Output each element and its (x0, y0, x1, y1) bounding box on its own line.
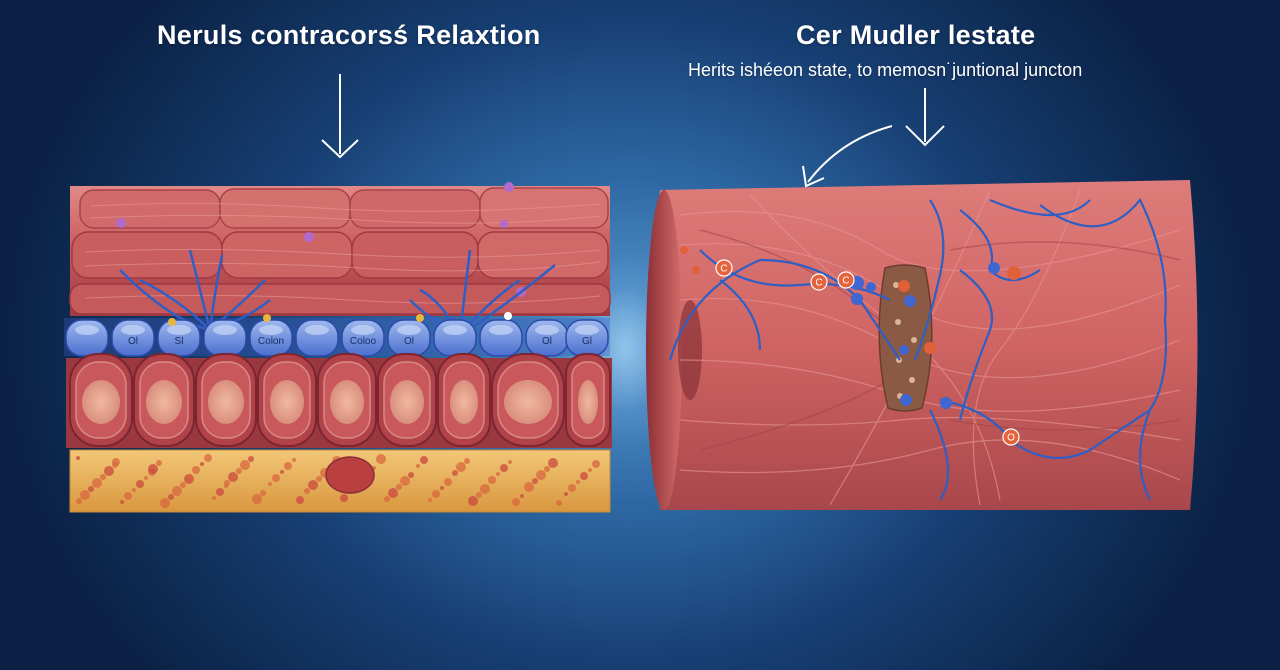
nerve-cell-label: Ol (404, 336, 414, 347)
vesicle-dot (168, 318, 176, 326)
marker-label: C (720, 264, 727, 275)
muscle-tube (133, 353, 195, 447)
nerve-cell: Colon (249, 319, 293, 357)
marker-label: C (842, 276, 849, 287)
right-panel-subtitle: Herits ishéeon state, to memosn˙juntion… (688, 60, 1083, 80)
nerve-cell-label: Gl (582, 336, 592, 347)
neuromuscular-junction (878, 264, 933, 412)
nerve-cell (295, 319, 339, 357)
muscle-tube (317, 353, 377, 447)
fat-layer (69, 449, 611, 513)
transverse-section-layer (66, 353, 612, 448)
muscle-tube (257, 353, 317, 447)
nerve-terminals (680, 246, 1021, 409)
marker-label: O (1007, 433, 1015, 444)
right-panel-title: Cer Mudler lestate (796, 20, 1036, 50)
nerve-cell: Gl (565, 319, 609, 357)
right-arrow-down (905, 88, 945, 147)
nerve-cell: Sl (157, 319, 201, 357)
marker: C (837, 271, 855, 289)
marker: C (810, 273, 828, 291)
marker-group: C C C O (715, 259, 1020, 446)
left-arrow (321, 74, 359, 159)
muscle-tube (437, 353, 491, 447)
vesicle-dot (263, 314, 271, 322)
marker: O (1002, 428, 1020, 446)
nerve-cell: Ol (387, 319, 431, 357)
nerve-cell-label: Coloo (350, 336, 377, 347)
marker: C (715, 259, 733, 277)
left-panel-title: Neruls contracorsś Relaxtion (157, 20, 541, 50)
nerve-cell-label: Colon (258, 336, 284, 347)
muscle-tube (565, 353, 611, 447)
muscle-tube (69, 353, 133, 447)
vesicle-dot (416, 314, 424, 322)
marker-label: C (815, 278, 822, 289)
nerve-cell-label: Ol (542, 336, 552, 347)
nerve-cell (65, 319, 109, 357)
nerve-cell-group: Ol Sl Colon Coloo Ol Ol Gl (65, 312, 609, 357)
nerve-cell-label: Sl (175, 336, 184, 347)
nerve-cell: Coloo (341, 319, 385, 357)
nerve-cell-label: Ol (128, 336, 138, 347)
muscle-tube (195, 353, 257, 447)
right-arrow-curved (802, 125, 893, 188)
nerve-cell (479, 319, 523, 357)
muscle-fiber-layer (69, 186, 611, 316)
muscle-tube (491, 353, 565, 447)
nerve-cell (433, 319, 477, 357)
vesicle-dot (504, 312, 512, 320)
nerve-cell: Ol (525, 319, 569, 357)
nerve-cell (203, 319, 247, 357)
muscle-tube (377, 353, 437, 447)
nerve-cell: Ol (111, 319, 155, 357)
